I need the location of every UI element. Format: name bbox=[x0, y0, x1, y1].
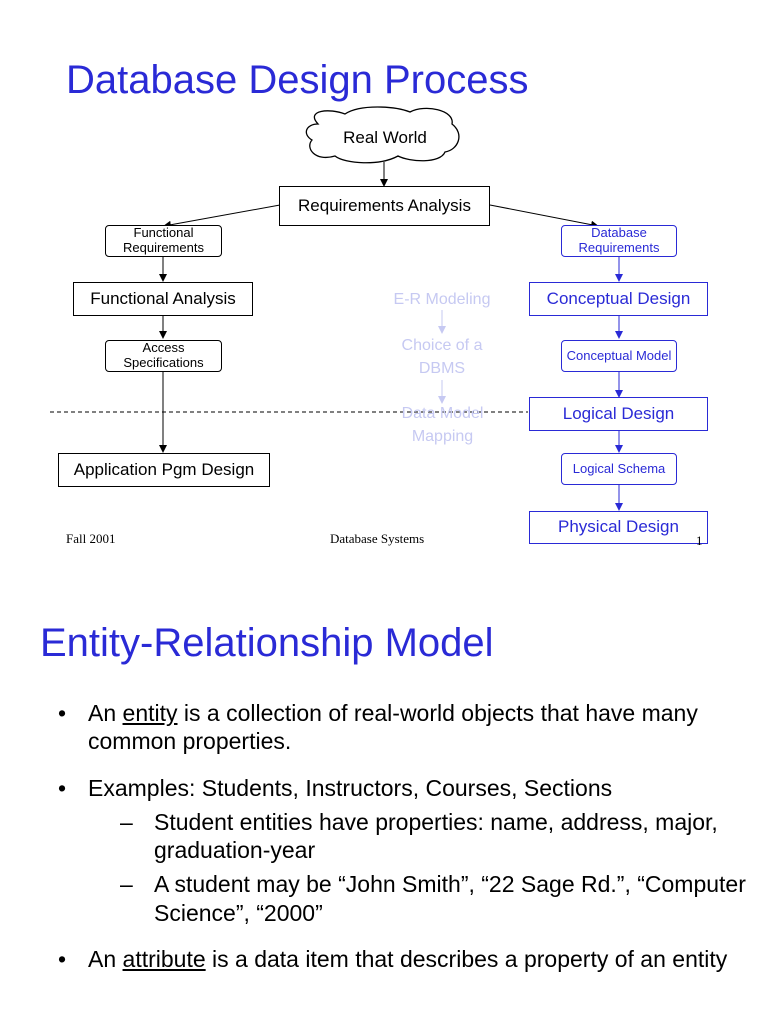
faded-data-model-mapping: Data Model Mapping bbox=[401, 405, 484, 446]
footer-left: Fall 2001 bbox=[66, 531, 116, 546]
sub-bullet-properties: – Student entities have properties: name… bbox=[120, 808, 748, 865]
slide-database-design-process: Database Design Process bbox=[50, 58, 708, 548]
node-logical-schema: Logical Schema bbox=[561, 453, 677, 485]
node-requirements-analysis: Requirements Analysis bbox=[279, 186, 490, 226]
footer-center: Database Systems bbox=[330, 531, 425, 546]
faded-choice-dbms: Choice of a DBMS bbox=[401, 337, 483, 378]
node-functional-requirements: Functional Requirements bbox=[105, 225, 222, 257]
sub-bullet-text: Student entities have properties: name, … bbox=[154, 808, 718, 864]
real-world-cloud bbox=[305, 106, 460, 164]
slide-entity-relationship-model: Entity-Relationship Model • An entity is… bbox=[0, 585, 768, 1024]
bullet-entity: • An entity is a collection of real-worl… bbox=[58, 699, 748, 756]
footer-page-number: 1 bbox=[696, 533, 703, 548]
node-physical-design: Physical Design bbox=[529, 511, 708, 544]
node-real-world: Real World bbox=[343, 127, 427, 147]
bullet-list: • An entity is a collection of real-worl… bbox=[58, 699, 748, 991]
bullet-text-post: is a collection of real-world objects th… bbox=[88, 700, 698, 755]
bullet-text-post: is a data item that describes a property… bbox=[205, 945, 728, 972]
bullet-dot: • bbox=[58, 700, 67, 726]
bullet-dot: • bbox=[58, 774, 67, 801]
node-access-specifications: Access Specifications bbox=[105, 340, 222, 372]
slide-title: Entity-Relationship Model bbox=[40, 621, 494, 665]
bullet-text: Examples: Students, Instructors, Courses… bbox=[88, 774, 613, 801]
slide-title: Database Design Process bbox=[66, 58, 529, 102]
term-attribute: attribute bbox=[122, 945, 206, 972]
node-functional-analysis: Functional Analysis bbox=[73, 282, 253, 316]
node-database-requirements: Database Requirements bbox=[561, 225, 677, 257]
bullet-text-pre: An bbox=[88, 700, 123, 726]
diagram-connectors bbox=[50, 106, 623, 511]
bullet-dot: • bbox=[58, 945, 67, 972]
bullet-text-pre: An bbox=[88, 945, 123, 972]
sub-bullet-dash: – bbox=[120, 808, 133, 835]
bullet-examples: • Examples: Students, Instructors, Cours… bbox=[58, 774, 748, 927]
node-application-pgm-design: Application Pgm Design bbox=[58, 453, 270, 487]
sub-bullet-example-student: – A student may be “John Smith”, “22 Sag… bbox=[120, 870, 748, 927]
sub-bullet-text: A student may be “John Smith”, “22 Sage … bbox=[154, 871, 746, 926]
term-entity: entity bbox=[122, 700, 178, 726]
bullet-attribute: • An attribute is a data item that descr… bbox=[58, 945, 748, 973]
node-conceptual-design: Conceptual Design bbox=[529, 282, 708, 316]
node-logical-design: Logical Design bbox=[529, 397, 708, 431]
node-conceptual-model: Conceptual Model bbox=[561, 340, 677, 372]
faded-er-modeling: E-R Modeling bbox=[393, 291, 491, 308]
sub-bullet-dash: – bbox=[120, 871, 133, 898]
